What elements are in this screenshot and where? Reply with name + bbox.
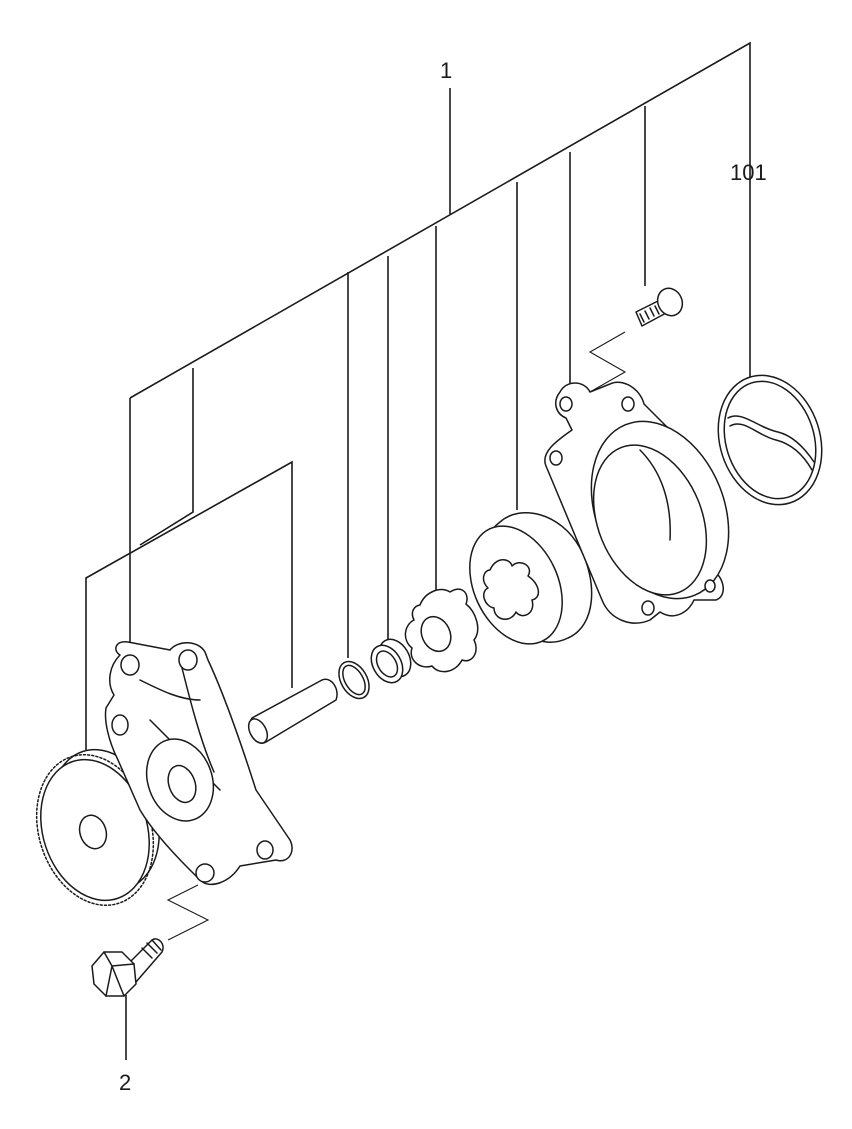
gasket-cross-seal-edge <box>729 423 813 471</box>
bushing-front <box>370 644 404 684</box>
cover-hole-top-right <box>621 396 635 412</box>
pump-cover <box>544 381 730 624</box>
hex-bolt <box>91 938 164 997</box>
bolt-head <box>91 951 137 997</box>
pump-housing <box>104 641 293 886</box>
gear-bore <box>78 814 108 850</box>
leader-to-gear <box>85 460 293 760</box>
bolt-thread <box>141 939 162 959</box>
leader-bolt-to-housing <box>166 884 210 941</box>
gasket-cross-seal <box>727 415 815 463</box>
housing-bore <box>167 764 197 804</box>
cover-bore-depth <box>639 449 671 541</box>
inner-rotor <box>404 588 479 673</box>
cover-bore-inner <box>592 444 708 596</box>
cover-hole-right <box>704 579 716 593</box>
callout-gasket: 101 <box>730 160 767 185</box>
housing-lug-top-left <box>120 654 140 676</box>
housing-lug-top-right <box>178 649 198 671</box>
leader-assembly-main <box>129 41 751 400</box>
cover-gasket <box>717 374 823 506</box>
cover-hole-bottom <box>641 600 655 616</box>
cover-hole-top-left <box>559 396 573 412</box>
leader-to-gear-bracket <box>139 368 194 546</box>
bolt-head-facets <box>103 951 135 997</box>
leader-lines <box>85 41 751 1060</box>
cover-screw-thread <box>639 305 660 323</box>
o-ring-outer <box>338 660 370 700</box>
callout-bolt: 2 <box>119 1070 132 1095</box>
housing-lug-left <box>111 714 129 736</box>
inner-rotor-hub <box>420 615 452 653</box>
bushing-bore <box>375 650 399 678</box>
shaft <box>247 678 338 744</box>
gasket-inner <box>723 380 817 500</box>
outer-rotor <box>469 512 593 645</box>
outer-rotor-lobes <box>482 559 540 620</box>
cover-hole-left <box>549 450 563 466</box>
callout-assembly: 1 <box>440 58 453 83</box>
bushing <box>370 638 412 684</box>
housing-lug-bottom-right <box>256 840 274 860</box>
shaft-end <box>247 718 269 744</box>
small-o-ring <box>338 660 370 700</box>
housing-lug-bottom <box>195 863 215 883</box>
leader-screw-to-cover <box>588 331 627 393</box>
cover-screw <box>635 287 684 327</box>
cover-screw-head <box>656 287 684 317</box>
o-ring-inner <box>342 664 366 696</box>
